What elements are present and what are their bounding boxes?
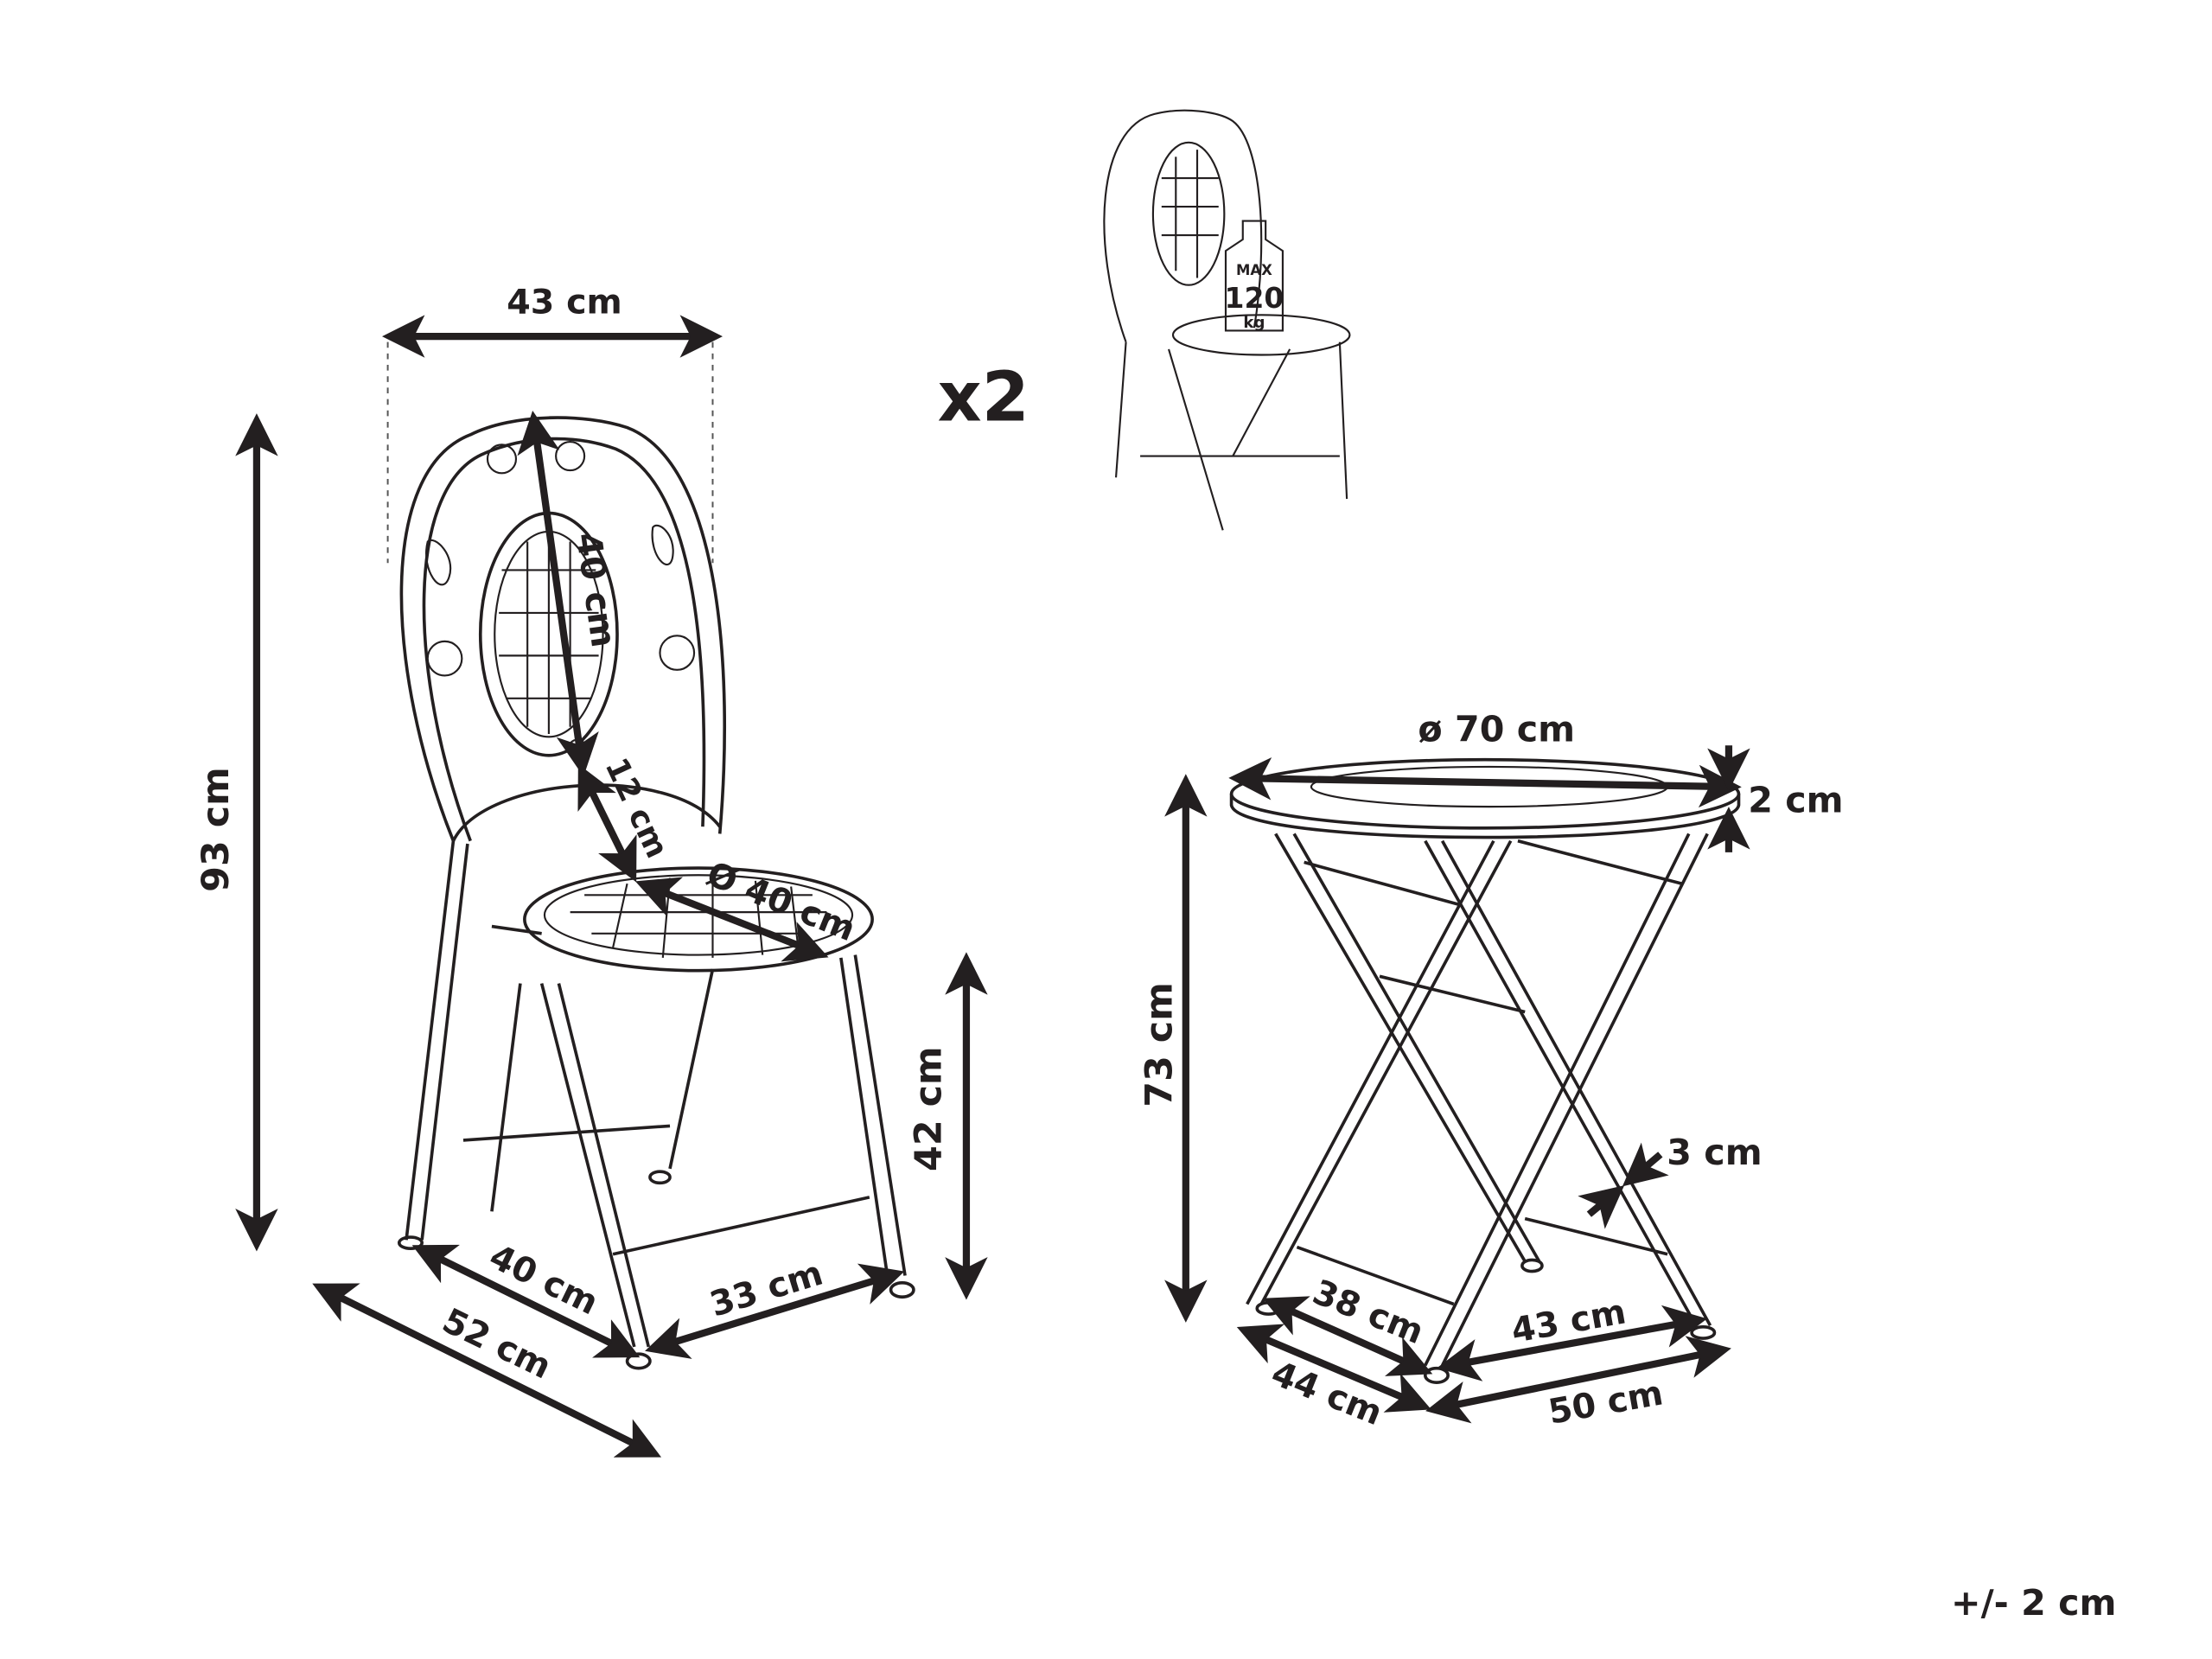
quantity-label: x2: [938, 357, 1030, 437]
table-depth-inner-label: 38 cm: [1307, 1273, 1429, 1353]
max-load-line2: 120: [1225, 281, 1284, 315]
table-drawing: [1229, 757, 1741, 1384]
chair-thumbnail: MAX 120 kg: [1103, 109, 1351, 531]
max-load-line3: kg: [1243, 314, 1265, 332]
max-load-line1: MAX: [1236, 262, 1272, 278]
chair-backrest-to-seat-label: 12 cm: [598, 752, 677, 864]
chair-height-label: 93 cm: [194, 767, 238, 892]
table-height-label: 73 cm: [1138, 982, 1181, 1107]
tolerance-note: +/- 2 cm: [1951, 1582, 2116, 1624]
table-top-thickness-label: 2 cm: [1748, 780, 1843, 821]
table-leg-width-label: 3 cm: [1667, 1132, 1762, 1173]
table-diameter-label: ø 70 cm: [1418, 708, 1575, 750]
chair-backrest-label: 40 cm: [568, 530, 623, 650]
chair-seat-height-label: 42 cm: [907, 1046, 950, 1171]
chair-width-top-label: 43 cm: [507, 283, 622, 322]
